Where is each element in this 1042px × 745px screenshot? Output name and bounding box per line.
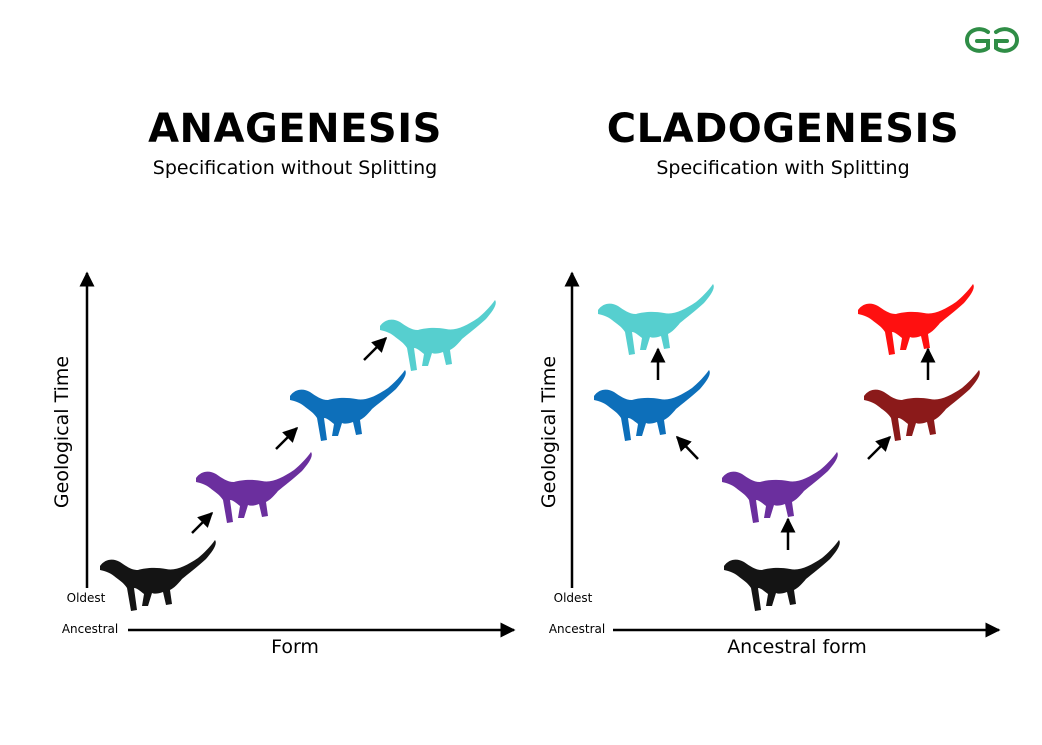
gfg-logo — [964, 27, 1020, 53]
anagenesis-subtitle: Specification without Splitting — [153, 157, 437, 179]
arrow-purple-to-dark-red — [867, 435, 892, 460]
anagenesis-x-axis-label: Form — [271, 636, 319, 658]
dinosaur-blue — [290, 370, 406, 441]
cladogenesis-ancestral-label: Ancestral — [549, 622, 605, 636]
dinosaur-purple — [196, 452, 312, 523]
cladogenesis-subtitle: Specification with Splitting — [656, 157, 909, 179]
cladogenesis-oldest-label: Oldest — [554, 591, 593, 605]
anagenesis-axes — [79, 271, 516, 638]
dinosaur-cyan — [598, 284, 714, 355]
cladogenesis-x-axis-label: Ancestral form — [727, 636, 867, 658]
arrow-black-to-purple — [191, 511, 214, 534]
dinosaur-blue — [594, 370, 710, 441]
anagenesis-ancestral-label: Ancestral — [62, 622, 118, 636]
arrow-blue-to-cyan — [363, 336, 388, 361]
cladogenesis-title: CLADOGENESIS — [607, 106, 959, 152]
cladogenesis-arrows — [650, 347, 936, 550]
arrow-purple-to-blue — [675, 435, 699, 460]
anagenesis-arrows — [191, 336, 388, 534]
cladogenesis-axes — [564, 271, 1001, 638]
dinosaur-black-ancestral — [724, 540, 840, 611]
dinosaur-dark-red — [864, 370, 980, 441]
arrow-purple-to-blue — [275, 426, 299, 450]
cladogenesis-y-axis-label: Geological Time — [538, 356, 560, 508]
dinosaur-cyan — [380, 300, 496, 371]
dinosaur-purple — [722, 452, 838, 523]
dinosaur-black-ancestral — [100, 540, 216, 611]
anagenesis-oldest-label: Oldest — [67, 591, 106, 605]
anagenesis-title: ANAGENESIS — [148, 106, 442, 152]
anagenesis-y-axis-label: Geological Time — [51, 356, 73, 508]
dinosaur-red — [858, 284, 974, 355]
